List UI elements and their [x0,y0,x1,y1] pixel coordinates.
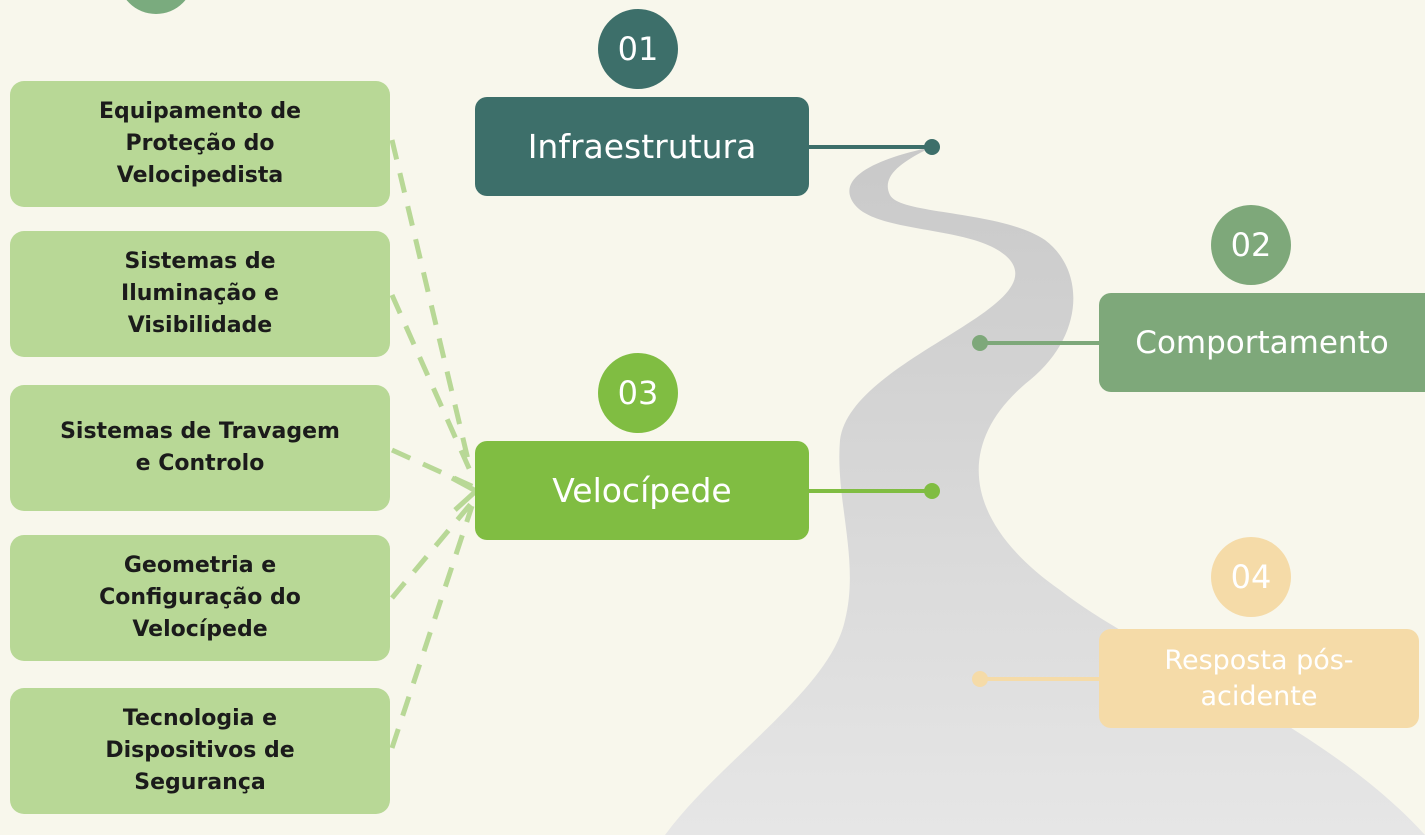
arrowhead [450,475,479,512]
pillar-label: Resposta pós-acidente [1164,645,1354,712]
pillar-number: 03 [617,374,659,412]
factor-label: Geometria e Configuração do Velocípede [99,553,301,642]
pillar-velocipede: Velocípede [475,441,809,540]
arrow-factor-2 [389,293,475,477]
pillar-number: 02 [1230,226,1272,264]
number-badge-03: 03 [598,353,678,433]
connector-dot-resposta [972,671,988,687]
pillar-number: 04 [1230,558,1272,596]
factor-box-iluminacao: Sistemas de Iluminação e Visibilidade [10,231,390,357]
factor-label: Sistemas de Iluminação e Visibilidade [121,249,279,338]
pillar-number: 01 [617,30,659,68]
factor-box-protecao: Equipamento de Proteção do Velocipedista [10,81,390,207]
connector-dot-infraestrutura [924,139,940,155]
connector-dot-velocipede [924,483,940,499]
number-badge-02: 02 [1211,205,1291,285]
pillar-infraestrutura: Infraestrutura [475,97,809,196]
arrow-factor-4 [390,498,476,600]
factor-arrows [389,139,478,749]
pillar-label: Infraestrutura [527,127,757,166]
pillar-label: Velocípede [552,471,732,510]
number-badge-01: 01 [598,9,678,89]
pillar-comportamento: Comportamento [1099,293,1425,392]
pillar-resposta-pos-acidente: Resposta pós-acidente [1099,629,1419,728]
factor-label: Equipamento de Proteção do Velocipedista [98,99,302,188]
factor-label: Tecnologia e Dispositivos de Segurança [105,706,295,795]
arrow-factor-1 [389,139,473,469]
factor-box-travagem: Sistemas de Travagem e Controlo [10,385,390,511]
arrow-factor-5 [389,505,475,749]
factor-label: Sistemas de Travagem e Controlo [60,419,340,476]
number-badge-04: 04 [1211,537,1291,617]
factor-box-geometria: Geometria e Configuração do Velocípede [10,535,390,661]
winding-road [665,147,1425,835]
pillar-label: Comportamento [1135,324,1389,361]
factor-box-tecnologia: Tecnologia e Dispositivos de Segurança [10,688,390,814]
connector-dot-comportamento [972,335,988,351]
